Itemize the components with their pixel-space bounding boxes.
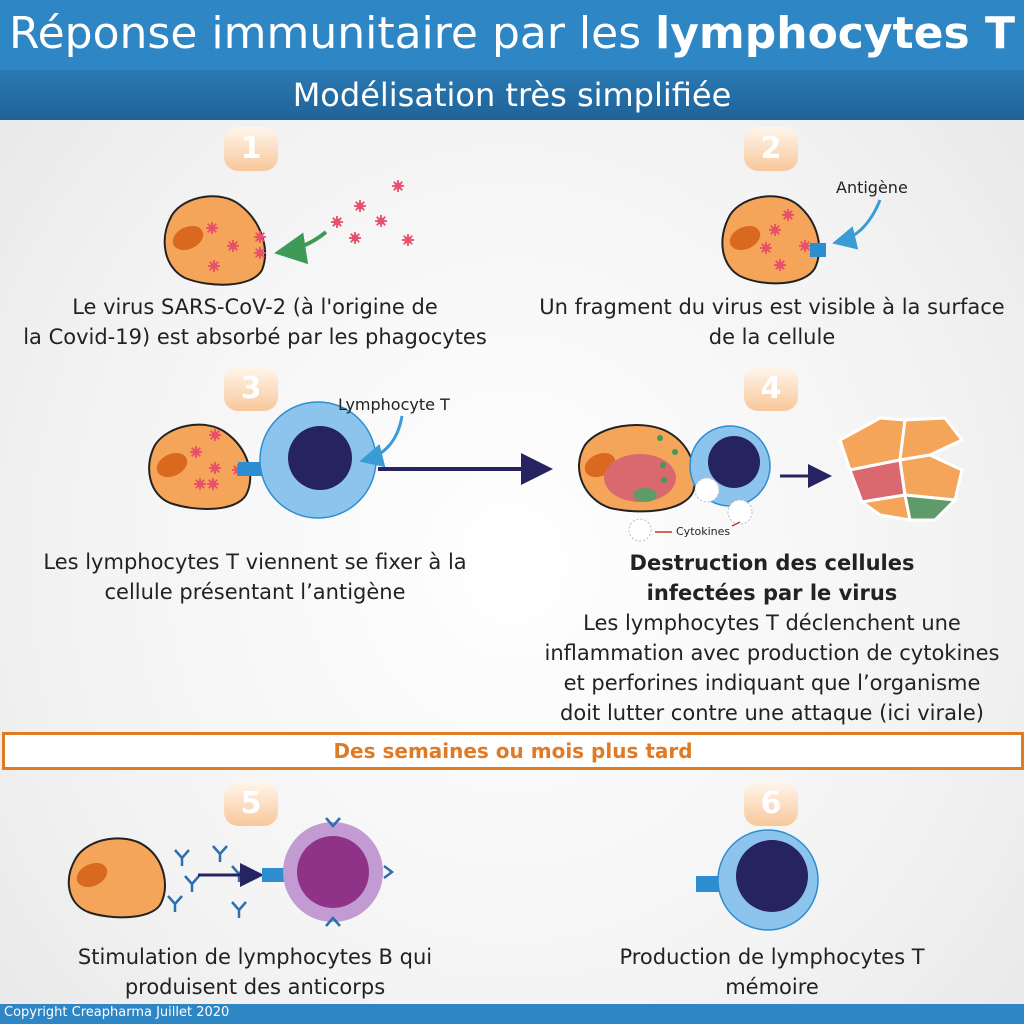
- lymphocyte-t-memory: [696, 829, 819, 931]
- step-6-caption: Production de lymphocytes T mémoire: [524, 942, 1020, 1002]
- step-5-caption-line2: produisent des anticorps: [124, 975, 386, 999]
- page-title: Réponse immunitaire par les lymphocytes …: [0, 6, 1024, 62]
- lymphocyte-pointer-arrow: [359, 415, 404, 468]
- step-2-badge: 2: [744, 127, 798, 171]
- step-5-badge: 5: [224, 782, 278, 826]
- step-3-caption-line1: Les lymphocytes T viennent se fixer à la: [43, 550, 467, 574]
- step-4-title-line2: infectées par le virus: [646, 581, 898, 605]
- step-4-caption-line3: et perforines indiquant que l’organisme: [563, 671, 981, 695]
- step-2-caption: Un fragment du virus est visible à la su…: [524, 292, 1020, 352]
- step-3-caption-line2: cellule présentant l’antigène: [104, 580, 406, 604]
- cytokines-label: Cytokines: [676, 525, 731, 538]
- absorb-arrow: [274, 230, 328, 265]
- copyright-text: Copyright Creapharma Juillet 2020: [4, 1005, 230, 1020]
- antigen-pointer-arrow: [832, 199, 882, 250]
- header-bar: Réponse immunitaire par les lymphocytes …: [0, 0, 1024, 70]
- step-4-caption-line4: doit lutter contre une attaque (ici vira…: [560, 701, 984, 725]
- phagocyte-cell-1: [163, 195, 266, 286]
- antibodies: [167, 845, 247, 918]
- step-3-badge: 3: [224, 367, 278, 411]
- title-bold: lymphocytes T: [655, 8, 1015, 59]
- step-1-caption-line1: Le virus SARS-CoV-2 (à l'origine de: [72, 295, 438, 319]
- lymphocyte-t-3: [259, 401, 377, 519]
- step-1-caption-line2: la Covid-19) est absorbé par les phagocy…: [23, 325, 487, 349]
- step-4-caption-line1: Les lymphocytes T déclenchent une: [583, 611, 961, 635]
- step-3-caption: Les lymphocytes T viennent se fixer à la…: [0, 547, 510, 607]
- phagocyte-cell-3: [148, 423, 266, 510]
- lymphocyte-label: Lymphocyte T: [338, 395, 450, 414]
- phagocyte-cell-2: [721, 195, 826, 285]
- infected-cell-4: [578, 424, 697, 513]
- page-subtitle: Modélisation très simplifiée: [0, 70, 1024, 120]
- antigen-label: Antigène: [836, 178, 908, 197]
- phagocyte-cell-5: [67, 837, 166, 919]
- step-2-caption-line1: Un fragment du virus est visible à la su…: [539, 295, 1005, 319]
- step-6-badge: 6: [744, 782, 798, 826]
- step-1-badge: 1: [224, 127, 278, 171]
- antigen-receptor: [810, 243, 826, 257]
- title-prefix: Réponse immunitaire par les: [9, 8, 656, 59]
- step-1-caption: Le virus SARS-CoV-2 (à l'origine de la C…: [0, 292, 510, 352]
- step-4-title-line1: Destruction des cellules: [629, 551, 915, 575]
- time-banner: Des semaines ou mois plus tard: [2, 732, 1024, 770]
- step-4-badge: 4: [744, 367, 798, 411]
- footer-bar: Copyright Creapharma Juillet 2020: [0, 1004, 1024, 1024]
- cytokines-clusters: [628, 477, 753, 542]
- step-6-caption-line1: Production de lymphocytes T: [619, 945, 925, 969]
- step-5-caption: Stimulation de lymphocytes B qui produis…: [0, 942, 510, 1002]
- step-6-caption-line2: mémoire: [725, 975, 819, 999]
- destroyed-cell: [838, 416, 965, 522]
- step-4-caption-line2: inflammation avec production de cytokine…: [544, 641, 1000, 665]
- step-5-caption-line1: Stimulation de lymphocytes B qui: [77, 945, 433, 969]
- step-4-caption: Destruction des cellules infectées par l…: [524, 548, 1020, 728]
- lymphocyte-b: [262, 817, 395, 927]
- step-2-caption-line2: de la cellule: [708, 325, 836, 349]
